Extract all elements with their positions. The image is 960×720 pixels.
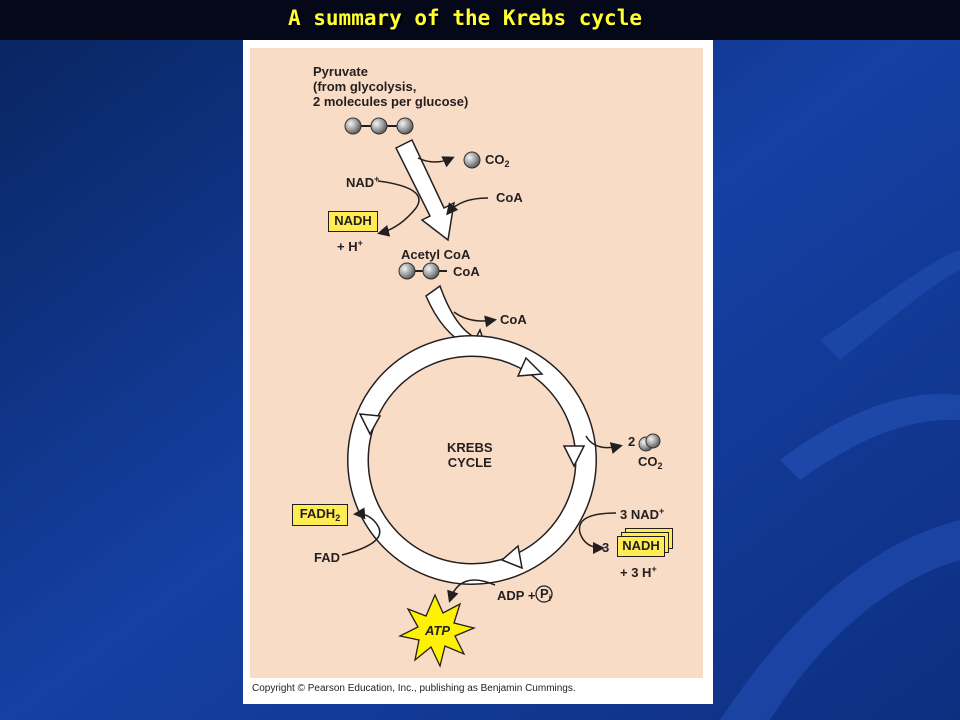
copyright-notice: Copyright © Pearson Education, Inc., pub… — [252, 683, 576, 694]
diagram-panel: Pyruvate (from glycolysis, 2 molecules p… — [243, 40, 713, 704]
pyruvate-to-acetyl-arrow — [394, 138, 455, 242]
h-right-label: + 3 H+ — [620, 564, 657, 580]
co2-label-top: CO2 — [485, 152, 510, 169]
co2-count: 2 — [628, 434, 636, 449]
coa-in-label: CoA — [496, 190, 523, 205]
fad-label: FAD — [314, 550, 340, 565]
h-plus-label: + H+ — [337, 238, 363, 254]
co2-label-right: CO2 — [638, 454, 663, 471]
krebs-cycle-label: KREBS CYCLE — [447, 440, 493, 470]
nadh-box: NADH — [328, 211, 378, 232]
nad-label: NAD+ — [346, 174, 380, 190]
krebs-diagram-graphics — [341, 117, 661, 668]
pi-circle — [535, 585, 553, 603]
adp-label: ADP + — [497, 588, 536, 603]
krebs-figure: Pyruvate (from glycolysis, 2 molecules p… — [250, 48, 703, 678]
krebs-cycle-ring — [347, 335, 597, 585]
co2-molecule-top — [463, 151, 481, 169]
acetyl-coa-tag: CoA — [453, 264, 480, 279]
fadh2-box: FADH2 — [292, 504, 348, 526]
acetyl-coa-label: Acetyl CoA — [401, 247, 471, 262]
acetyl-coa-molecule — [398, 262, 447, 280]
pyruvate-label: Pyruvate (from glycolysis, 2 molecules p… — [313, 64, 469, 109]
nad-right-label: 3 NAD+ — [620, 506, 665, 522]
coa-out-label: CoA — [500, 312, 527, 327]
slide-title: A summary of the Krebs cycle — [287, 6, 642, 30]
pi-label: Pi — [540, 586, 552, 603]
atp-starburst — [398, 593, 477, 668]
nadh-box-right: NADH — [617, 536, 665, 557]
atp-label: ATP — [425, 623, 451, 638]
pyruvate-molecule — [344, 117, 414, 135]
nadh-count: 3 — [602, 540, 610, 555]
